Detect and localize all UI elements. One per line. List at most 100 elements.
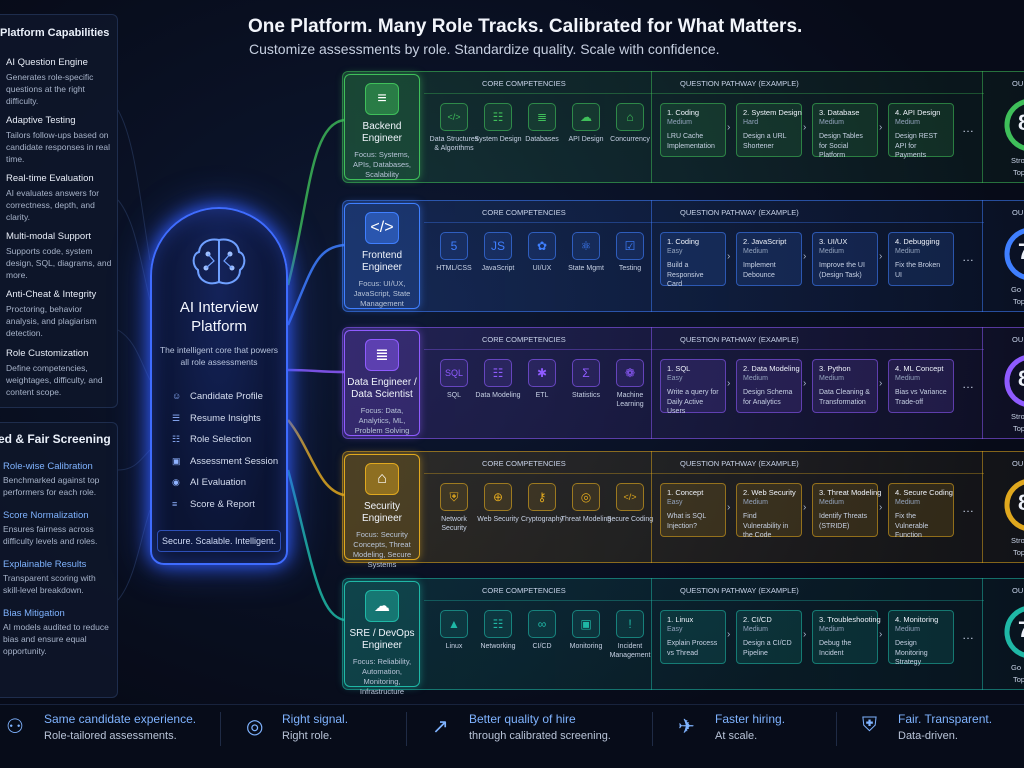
more-dots-icon: … [962, 628, 974, 642]
role-focus: Focus: Reliability, Automation, Monitori… [352, 657, 412, 696]
competency-item[interactable]: ▣Monitoring [568, 610, 604, 651]
rocket-icon: ✈ [678, 716, 695, 738]
competency-item[interactable]: ☷Data Modeling [475, 359, 521, 400]
question-desc: Build a Responsive Card [667, 262, 704, 288]
competency-item[interactable]: ✱ETL [524, 359, 560, 400]
score-heading: OU [1012, 208, 1024, 217]
question-level: Medium [819, 499, 844, 506]
header-rule [424, 600, 984, 601]
competency-item[interactable]: ▲ Linux [436, 610, 472, 651]
score-label: Top [1013, 168, 1024, 177]
competency-item[interactable]: ⊕Web Security [477, 483, 519, 524]
competency-item[interactable]: ❁Machine Learning [612, 359, 648, 409]
question-desc: What is SQL Injection? [667, 513, 707, 530]
competency-item[interactable]: ⛨Network Security [436, 483, 472, 533]
competency-item[interactable]: ⚛State Mgmt [568, 232, 604, 273]
question-desc: Data Cleaning & Transformation [819, 389, 870, 406]
linux-icon: ▲ [440, 610, 468, 638]
section-divider [651, 451, 652, 563]
role-row-backend [342, 71, 1024, 183]
benefit-subtitle: Right role. [282, 730, 333, 742]
role-frontend-icon: </> [365, 212, 399, 244]
competency-item[interactable]: ∞CI/CD [524, 610, 560, 651]
competency-label: Linux [445, 643, 463, 650]
javascript-icon: JS [484, 232, 512, 260]
competency-item[interactable]: ☁API Design [568, 103, 604, 144]
arrow-right-icon: › [803, 122, 807, 133]
question-level: Easy [667, 248, 683, 255]
score-label: Top [1013, 548, 1024, 557]
screen-icon: ▣ [172, 455, 181, 466]
core-competencies-label: CORE COMPETENCIES [482, 586, 566, 595]
header-rule [424, 93, 984, 94]
competency-item[interactable]: ⌂Concurrency [610, 103, 650, 144]
competency-item[interactable]: ◎Threat Modeling [561, 483, 611, 524]
competency-item[interactable]: ☑Testing [612, 232, 648, 273]
competency-item[interactable]: ✿UI/UX [524, 232, 560, 273]
fairness-desc: AI models audited to reduce bias and ens… [3, 622, 109, 656]
palette-icon: ✿ [528, 232, 556, 260]
score-ring [1004, 606, 1024, 658]
shield-check-icon: ⛨ [862, 714, 877, 736]
competency-item[interactable]: ☷Networking [480, 610, 516, 651]
score-ring [1004, 99, 1024, 151]
competency-item[interactable]: ≣Databases [524, 103, 560, 144]
competency-label: Statistics [571, 392, 600, 399]
user-icon: ☺ [172, 391, 182, 401]
question-title: 1. Coding [667, 237, 700, 246]
arrow-right-icon: › [727, 629, 731, 640]
competency-item[interactable]: </>Data Structures & Algorithms [430, 103, 478, 153]
question-desc: Find Vulnerability in the Code [743, 513, 789, 539]
section-divider [982, 451, 983, 563]
react-icon: ⚛ [572, 232, 600, 260]
question-level: Medium [895, 119, 920, 126]
question-level: Medium [743, 375, 768, 382]
competency-item[interactable]: ☷System Design [474, 103, 522, 144]
divider [652, 712, 653, 746]
benefit-title: Right signal. [282, 712, 349, 726]
question-title: 2. Data Modeling [743, 364, 800, 373]
role-row-security [342, 451, 1024, 563]
competency-item[interactable]: ⚷Cryptography [521, 483, 563, 524]
arrow-right-icon: › [803, 378, 807, 389]
alert-icon: ! [616, 610, 644, 638]
competency-item[interactable]: !Incident Management [610, 610, 650, 660]
report-icon: ≡ [172, 498, 178, 509]
fairness-panel [0, 422, 118, 698]
competency-item[interactable]: </>Secure Coding [607, 483, 653, 524]
question-level: Medium [743, 499, 768, 506]
question-level: Medium [743, 626, 768, 633]
score-label: Top [1013, 675, 1024, 684]
core-competencies-label: CORE COMPETENCIES [482, 335, 566, 344]
